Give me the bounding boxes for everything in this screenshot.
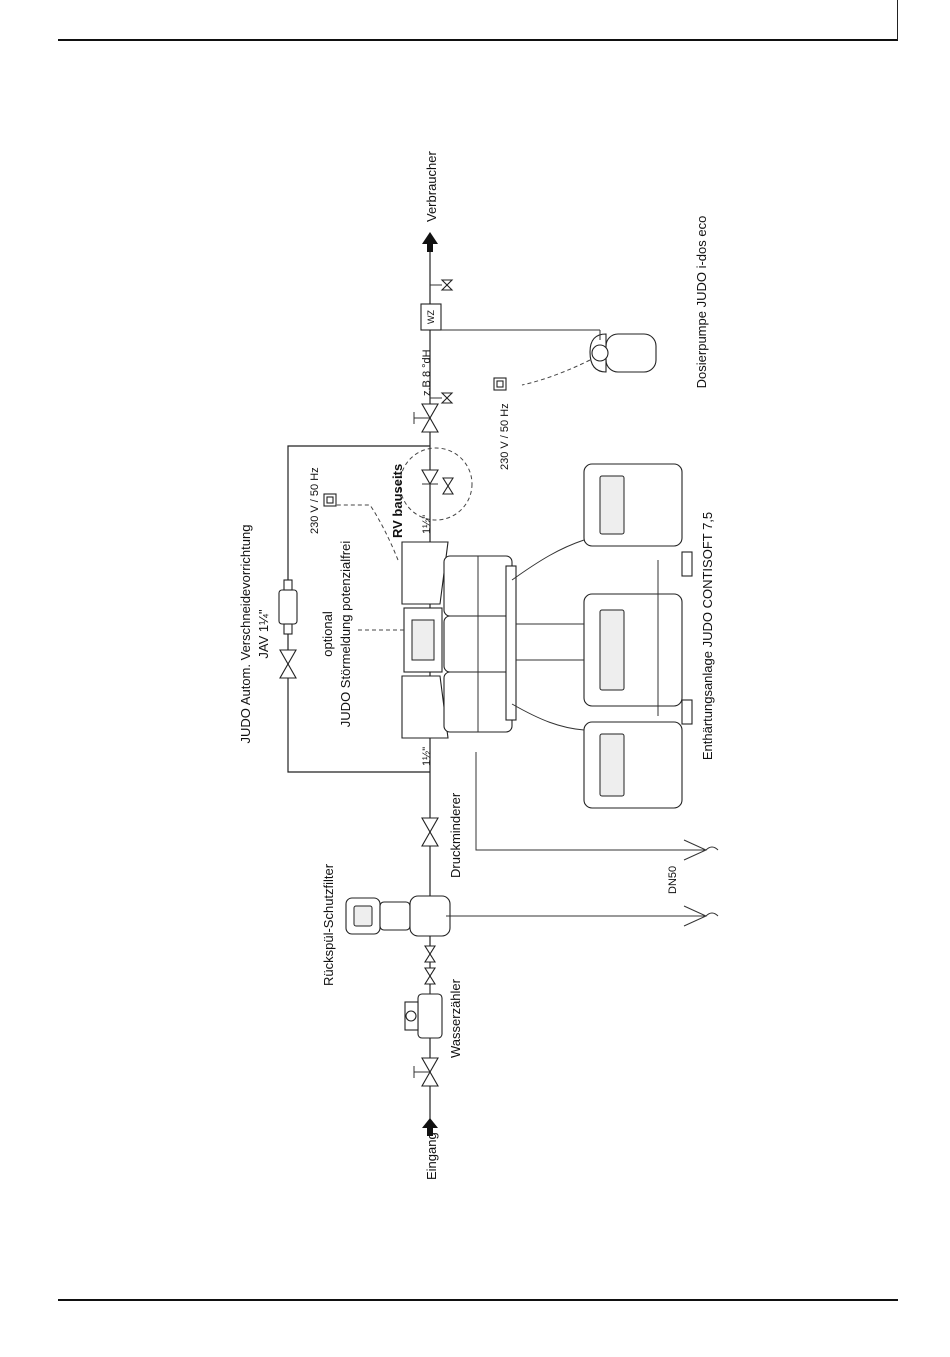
label-hardness: z.B 8 °dH [421, 349, 433, 396]
rv-check-valve-icon [400, 448, 472, 520]
label-wz: WZ [426, 310, 436, 324]
label-wasserzaehler: Wasserzähler [448, 978, 463, 1058]
label-contisoft: Enthärtungsanlage JUDO CONTISOFT 7,5 [700, 512, 715, 760]
label-dn50: DN50 [667, 866, 679, 894]
label-verbraucher: Verbraucher [424, 151, 439, 222]
label-optional: optional [320, 611, 335, 657]
label-rueckspuel: Rückspül-Schutzfilter [321, 863, 336, 986]
power-socket-1-icon [324, 494, 336, 506]
dosing-pump-icon [590, 330, 656, 372]
label-stoermeldung: JUDO Störmeldung potenzialfrei [338, 541, 353, 728]
backwash-filter-icon [346, 896, 718, 936]
power-socket-2-icon [494, 378, 506, 390]
label-pipe-out: 1½" [421, 515, 433, 534]
softener-unit [402, 464, 692, 808]
pressure-reducer-icon [422, 818, 438, 846]
label-eingang: Eingang [424, 1132, 439, 1180]
wz-meter-icon [421, 304, 600, 330]
jav-valve-icon [280, 650, 296, 678]
consumer-valve-icon [430, 280, 452, 290]
label-dosier: Dosierpumpe JUDO i-dos eco [694, 216, 709, 389]
label-pipe-in: 1½" [421, 747, 433, 766]
label-druckminderer: Druckminderer [448, 792, 463, 878]
label-jav-line2: JAV 1¼" [256, 609, 271, 659]
dosing-pump-cable [522, 360, 590, 385]
label-power-2: 230 V / 50 Hz [499, 403, 511, 470]
jav-device-icon [279, 580, 297, 634]
inlet-valve-icon [414, 1058, 438, 1086]
label-rv: RV bauseits [390, 464, 405, 538]
label-power-1: 230 V / 50 Hz [309, 467, 321, 534]
sample-valve-icon [430, 393, 452, 403]
outlet-valve-icon [414, 404, 438, 432]
label-jav-line1: JUDO Autom. Verschneidevorrichtung [238, 525, 253, 744]
water-meter-icon [405, 986, 442, 1038]
